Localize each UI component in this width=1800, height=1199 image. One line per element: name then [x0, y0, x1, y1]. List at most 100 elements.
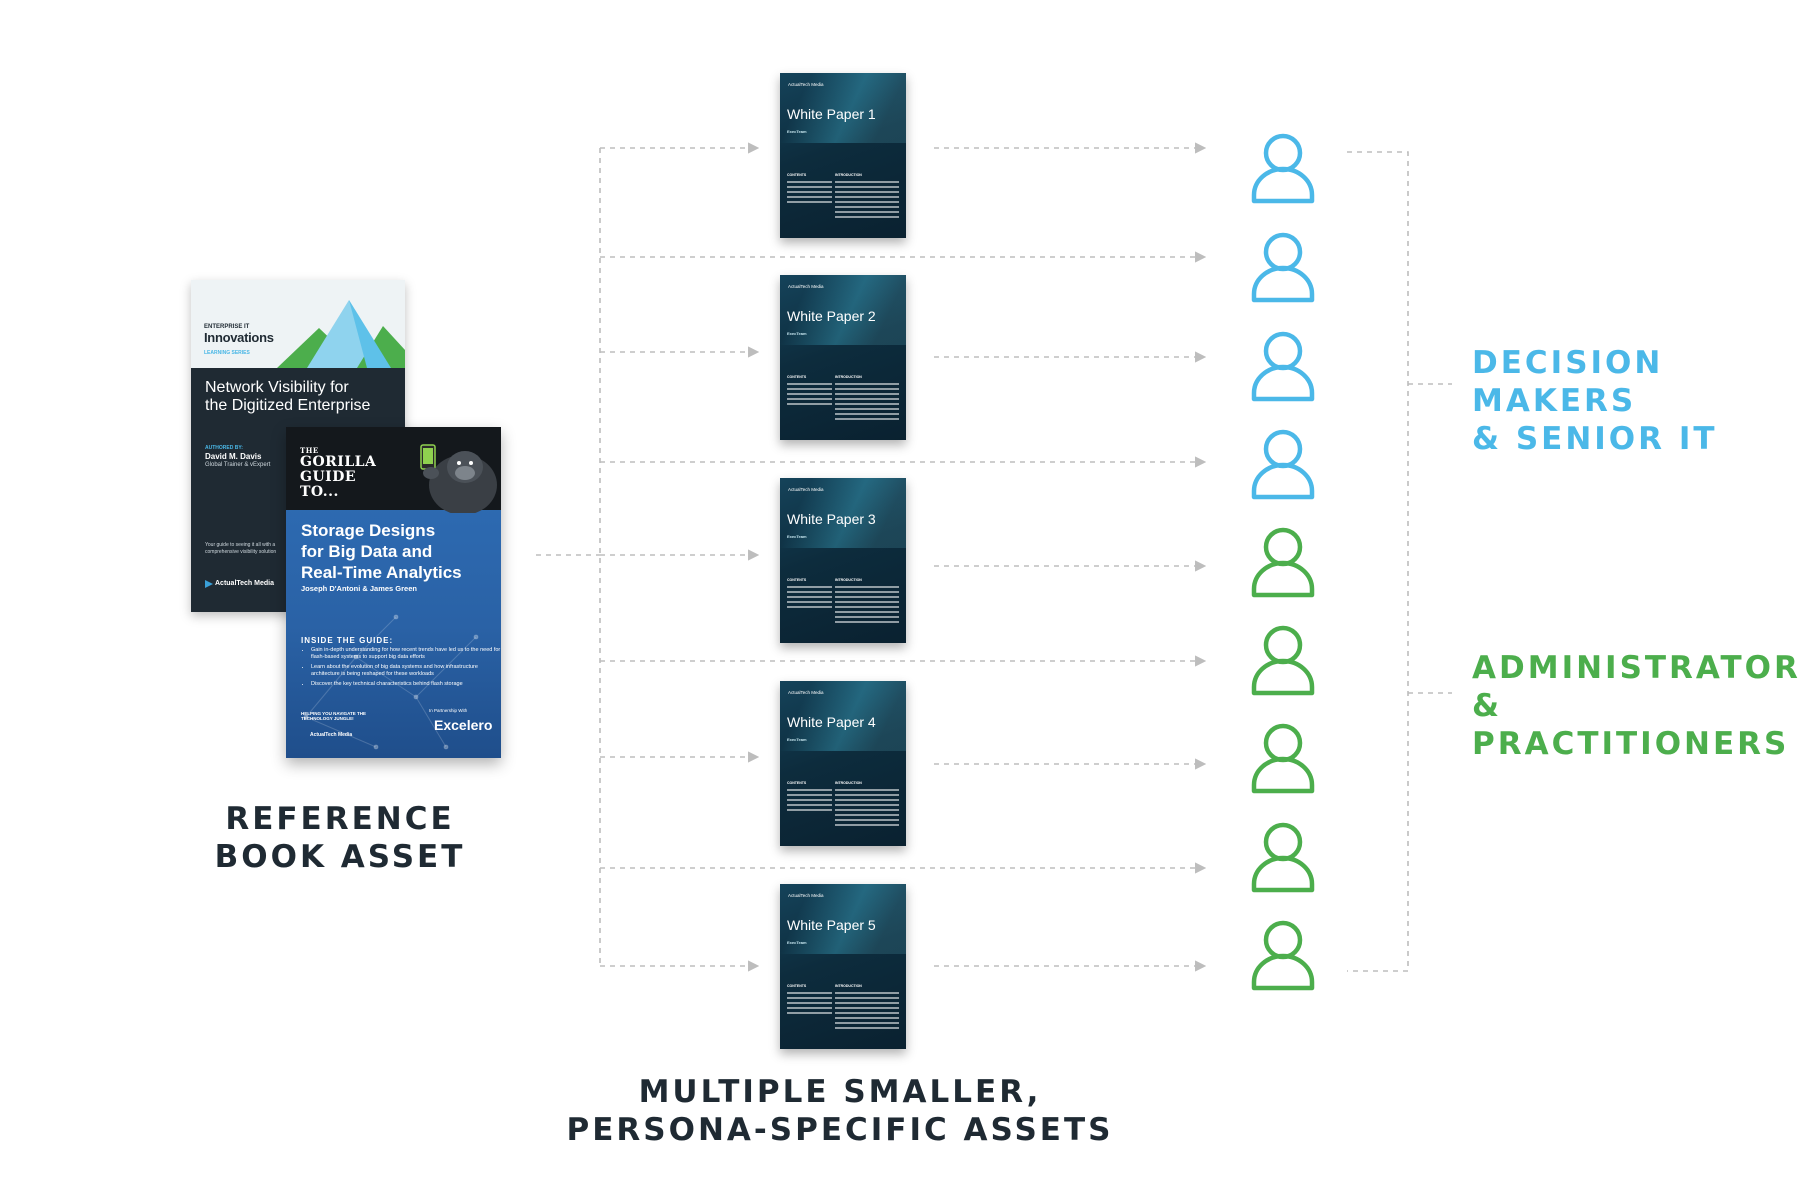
book-publisher: ActualTech Media — [310, 732, 353, 738]
intro-column: INTRODUCTION — [835, 984, 899, 1042]
book-series: LEARNING SERIES — [204, 350, 250, 356]
gorilla-mascot-icon — [420, 444, 497, 513]
book-kicker: ENTERPRISE IT — [204, 324, 250, 330]
intro-column: INTRODUCTION — [835, 781, 899, 839]
inside-guide-bullet: Gain in-depth understanding for how rece… — [311, 647, 501, 661]
intro-label: INTRODUCTION — [835, 578, 862, 582]
book-title-line: the Digitized Enterprise — [205, 397, 371, 414]
intro-label: INTRODUCTION — [835, 781, 862, 785]
book-title-line: for Big Data and — [301, 542, 433, 561]
white-paper-logo: ActualTech Media — [788, 487, 824, 492]
white-paper-2: ActualTech Media White Paper 2 ExecTeam … — [780, 275, 906, 440]
white-paper-5: ActualTech Media White Paper 5 ExecTeam … — [780, 884, 906, 1049]
book-publisher: ActualTech Media — [215, 580, 274, 587]
reference-book-label: REFERENCE BOOK ASSET — [180, 800, 500, 876]
white-paper-title: White Paper 3 — [787, 511, 876, 527]
label-line: REFERENCE — [225, 801, 455, 837]
decision-makers-label: DECISION MAKERS & SENIOR IT — [1472, 344, 1800, 458]
inside-guide-bullet: Discover the key technical characteristi… — [311, 681, 501, 688]
book-title-line: Real-Time Analytics — [301, 563, 462, 582]
publisher-logo-icon — [205, 580, 213, 588]
persona-senior-2-icon — [1251, 232, 1315, 303]
contents-label: CONTENTS — [787, 375, 807, 379]
series-line: GORILLA — [300, 454, 377, 470]
contents-label: CONTENTS — [787, 173, 807, 177]
book-title-line: Storage Designs — [301, 521, 436, 540]
partner-logo: Excelero — [434, 717, 493, 733]
book-title-line: Network Visibility for — [205, 379, 349, 396]
administrators-label: ADMINISTRATORS & PRACTITIONERS — [1472, 649, 1800, 763]
white-paper-subtitle: ExecTeam — [787, 534, 807, 539]
partner-label: In Partnership With — [429, 708, 468, 713]
network-pattern-graphic — [303, 614, 479, 750]
book-blurb: Your guide to seeing it all with a compr… — [205, 542, 277, 555]
cover-glow — [780, 73, 906, 143]
white-paper-title: White Paper 1 — [787, 106, 876, 122]
label-line: PERSONA-SPECIFIC ASSETS — [566, 1112, 1114, 1148]
contents-column: CONTENTS — [787, 375, 832, 415]
contents-label: CONTENTS — [787, 578, 807, 582]
intro-label: INTRODUCTION — [835, 375, 862, 379]
book-tagline: HELPING YOU NAVIGATE THE TECHNOLOGY JUNG… — [301, 711, 367, 721]
reference-book-gorilla-guide: THE GORILLA GUIDE TO... Storage Designs … — [286, 427, 501, 758]
white-paper-subtitle: ExecTeam — [787, 940, 807, 945]
label-line: BOOK ASSET — [214, 839, 466, 875]
persona-practitioner-3-icon — [1251, 723, 1315, 794]
label-line: ADMINISTRATORS — [1472, 650, 1800, 686]
persona-practitioner-4-icon — [1251, 822, 1315, 893]
white-paper-4: ActualTech Media White Paper 4 ExecTeam … — [780, 681, 906, 846]
white-paper-title: White Paper 5 — [787, 917, 876, 933]
series-line: GUIDE TO... — [300, 469, 357, 500]
contents-label: CONTENTS — [787, 781, 807, 785]
book-author-role: Global Trainer & vExpert — [205, 462, 271, 468]
white-paper-title: White Paper 2 — [787, 308, 876, 324]
white-paper-subtitle: ExecTeam — [787, 129, 807, 134]
book-brand: Innovations — [204, 330, 274, 345]
contents-column: CONTENTS — [787, 984, 832, 1024]
label-line: & SENIOR IT — [1472, 421, 1718, 457]
persona-practitioner-1-icon — [1251, 527, 1315, 598]
book-authors: Joseph D'Antoni & James Green — [301, 584, 417, 593]
inside-guide-heading: INSIDE THE GUIDE: — [301, 636, 394, 645]
persona-practitioner-2-icon — [1251, 625, 1315, 696]
white-papers-label: MULTIPLE SMALLER, PERSONA-SPECIFIC ASSET… — [540, 1073, 1140, 1149]
contents-column: CONTENTS — [787, 173, 832, 213]
inside-guide-bullet: Learn about the evolution of big data sy… — [311, 664, 501, 678]
intro-label: INTRODUCTION — [835, 173, 862, 177]
persona-senior-4-icon — [1251, 429, 1315, 500]
persona-senior-3-icon — [1251, 331, 1315, 402]
white-paper-3: ActualTech Media White Paper 3 ExecTeam … — [780, 478, 906, 643]
intro-column: INTRODUCTION — [835, 578, 899, 636]
white-paper-title: White Paper 4 — [787, 714, 876, 730]
intro-label: INTRODUCTION — [835, 984, 862, 988]
book-author: David M. Davis — [205, 452, 262, 461]
white-paper-logo: ActualTech Media — [788, 82, 824, 87]
cover-glow — [780, 478, 906, 548]
white-paper-logo: ActualTech Media — [788, 690, 824, 695]
white-paper-subtitle: ExecTeam — [787, 331, 807, 336]
contents-column: CONTENTS — [787, 578, 832, 618]
cover-glow — [780, 884, 906, 954]
white-paper-logo: ActualTech Media — [788, 284, 824, 289]
label-line: MULTIPLE SMALLER, — [638, 1074, 1042, 1110]
mountain-graphic — [277, 300, 405, 368]
persona-bracket — [1347, 151, 1409, 972]
book-title: Storage Designs for Big Data and Real-Ti… — [301, 520, 496, 583]
cover-glow — [780, 681, 906, 751]
book-series: THE GORILLA GUIDE TO... — [300, 447, 400, 500]
persona-practitioner-5-icon — [1251, 920, 1315, 991]
contents-column: CONTENTS — [787, 781, 832, 821]
intro-column: INTRODUCTION — [835, 375, 899, 433]
cover-glow — [780, 275, 906, 345]
white-paper-subtitle: ExecTeam — [787, 737, 807, 742]
intro-column: INTRODUCTION — [835, 173, 899, 231]
label-line: DECISION MAKERS — [1472, 345, 1664, 419]
persona-senior-1-icon — [1251, 133, 1315, 204]
white-paper-logo: ActualTech Media — [788, 893, 824, 898]
inside-guide-list: Gain in-depth understanding for how rece… — [301, 647, 501, 691]
contents-label: CONTENTS — [787, 984, 807, 988]
series-line: THE — [300, 446, 319, 455]
book-title: Network Visibility for the Digitized Ent… — [205, 379, 400, 415]
